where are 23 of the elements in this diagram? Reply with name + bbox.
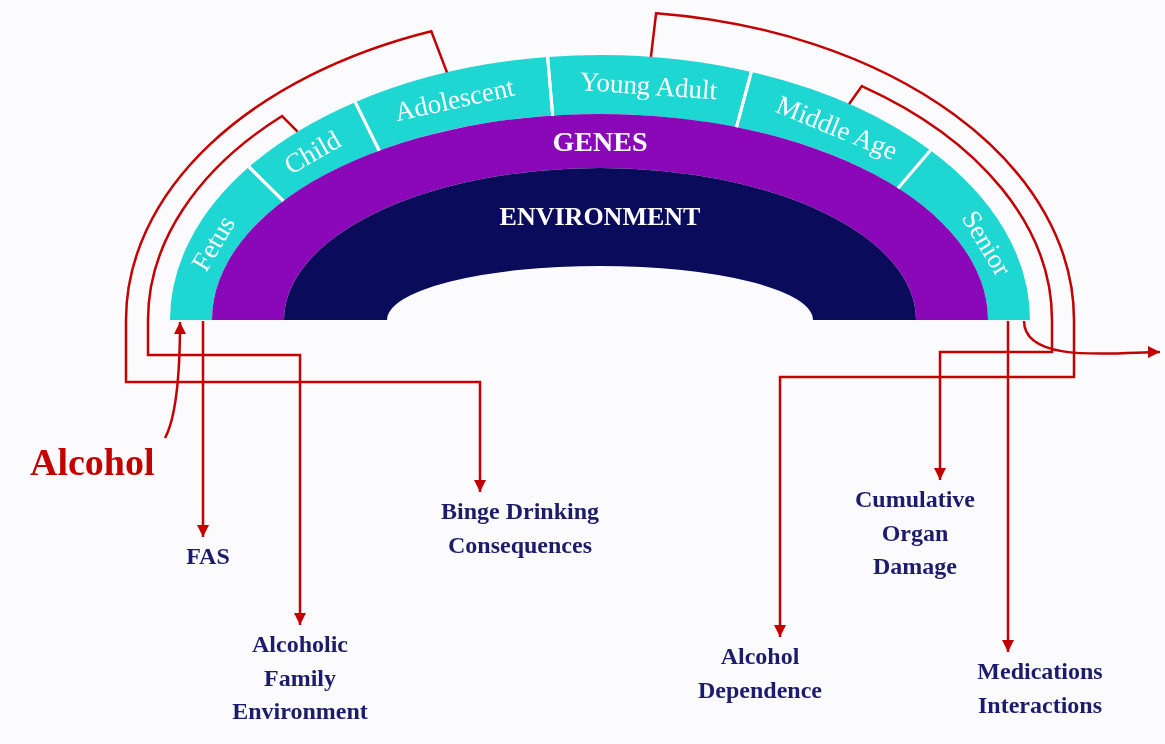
stage-label: Adolescent [391,71,517,128]
arrow [124,30,486,492]
stage-label: Young Adult [578,65,719,106]
outcome-label: Cumulative Organ Damage [840,483,990,584]
arrow [146,114,306,625]
arrow [848,84,1054,480]
arch-segment [898,150,1030,320]
outcome-label: Alcohol Dependence [670,640,850,708]
source-label: Alcohol [30,440,180,486]
arrow [1002,321,1014,652]
arrow [163,322,186,439]
arch-segment [170,166,284,320]
band-label: GENES [552,125,648,157]
arrow [1022,320,1161,359]
outcome-label: Binge Drinking Consequences [430,495,610,563]
stage-label: Child [278,124,346,181]
arrow [197,321,209,537]
outcome-label: Alcoholic Family Environment [215,628,385,729]
arch-segment [355,57,553,151]
outcome-label: FAS [163,540,253,574]
outcome-label: Medications Interactions [945,655,1135,723]
band-label: ENVIRONMENT [499,201,701,231]
arrow [649,11,1076,637]
